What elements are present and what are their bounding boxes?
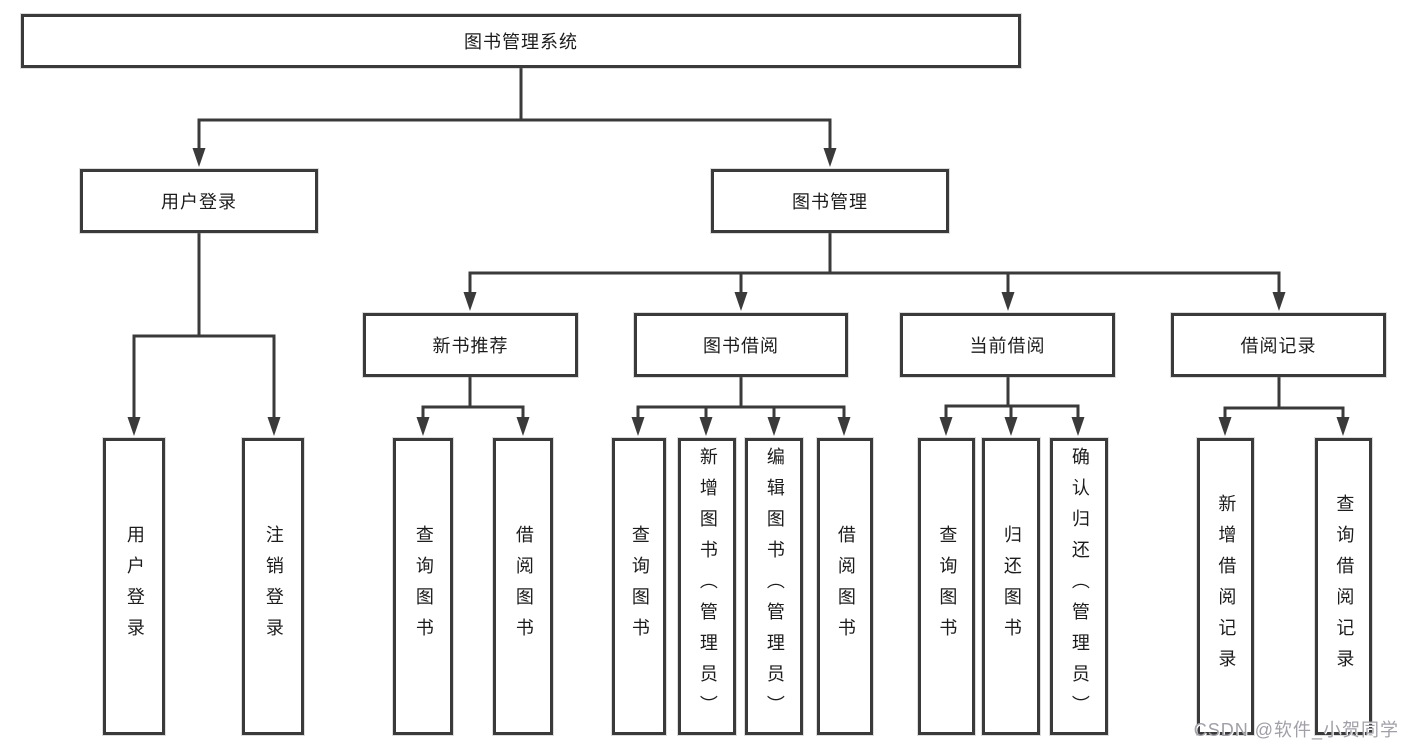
node-leaf-logout: 注销登录 [242, 438, 304, 735]
arrowhead [463, 292, 477, 311]
arrowhead [267, 417, 281, 436]
arrowhead [631, 417, 645, 436]
arrowhead [1001, 292, 1015, 311]
node-label: 确认归还（管理员） [1069, 447, 1090, 726]
node-leaf-confirm-return-admin: 确认归还（管理员） [1050, 438, 1108, 735]
arrowhead [1218, 417, 1232, 436]
node-label: 借阅记录 [1240, 336, 1317, 356]
arrowhead [1272, 292, 1286, 311]
node-borrowing-records: 借阅记录 [1171, 313, 1386, 377]
node-root-system: 图书管理系统 [21, 14, 1021, 68]
node-label: 借阅图书 [835, 524, 856, 649]
book-management-connector [463, 233, 1286, 311]
arrowhead [192, 148, 206, 167]
node-label: 图书管理系统 [464, 32, 578, 52]
node-label: 查询借阅记录 [1334, 493, 1355, 680]
node-label: 查询图书 [629, 524, 650, 649]
book-borrowing-connector [631, 377, 851, 436]
node-label: 图书借阅 [703, 336, 779, 356]
arrowhead [837, 417, 851, 436]
arrowhead [516, 417, 530, 436]
arrowhead [416, 417, 430, 436]
arrowhead [734, 292, 748, 311]
node-book-management: 图书管理 [711, 169, 949, 233]
node-leaf-add-borrow-record: 新增借阅记录 [1197, 438, 1254, 735]
node-label: 借阅图书 [513, 524, 534, 649]
watermark: CSDN @软件_小贺同学 [1193, 720, 1399, 740]
node-leaf-query-books-recommend: 查询图书 [393, 438, 453, 735]
node-label: 图书管理 [792, 192, 868, 212]
node-leaf-edit-books-admin: 编辑图书（管理员） [745, 438, 803, 735]
arrowhead [127, 417, 141, 436]
node-label: 归还图书 [1001, 524, 1022, 649]
arrowhead [1004, 417, 1018, 436]
node-label: 查询图书 [413, 524, 434, 649]
arrowhead [939, 417, 953, 436]
node-leaf-user-login: 用户登录 [103, 438, 165, 735]
arrowhead [1336, 417, 1350, 436]
root-connector [192, 68, 837, 167]
node-leaf-query-books-current: 查询图书 [918, 438, 975, 735]
node-label: 用户登录 [124, 524, 145, 649]
node-label: 新书推荐 [432, 336, 509, 356]
node-label: 用户登录 [161, 192, 237, 212]
node-leaf-return-books: 归还图书 [982, 438, 1040, 735]
node-label: 编辑图书（管理员） [764, 447, 785, 726]
node-new-book-recommend: 新书推荐 [363, 313, 578, 377]
user-login-connector [127, 233, 281, 436]
borrowing-records-connector [1218, 377, 1350, 436]
node-leaf-query-books-borrowing: 查询图书 [612, 438, 666, 735]
new-book-connector [416, 377, 530, 436]
arrowhead [823, 148, 837, 167]
node-book-borrowing: 图书借阅 [634, 313, 848, 377]
node-label: 查询图书 [937, 524, 958, 649]
node-leaf-add-books-admin: 新增图书（管理员） [678, 438, 736, 735]
current-borrowing-connector [939, 377, 1085, 436]
node-leaf-borrow-books-borrowing: 借阅图书 [817, 438, 873, 735]
node-leaf-query-borrow-record: 查询借阅记录 [1315, 438, 1372, 735]
arrowhead [767, 417, 781, 436]
node-current-borrowing: 当前借阅 [900, 313, 1115, 377]
arrowhead [1071, 417, 1085, 436]
node-user-login: 用户登录 [80, 169, 318, 233]
node-label: 当前借阅 [969, 336, 1046, 356]
arrowhead [699, 417, 713, 436]
node-label: 新增借阅记录 [1216, 493, 1237, 680]
node-label: 注销登录 [263, 524, 284, 649]
node-label: 新增图书（管理员） [697, 447, 718, 726]
node-leaf-borrow-books-recommend: 借阅图书 [493, 438, 553, 735]
